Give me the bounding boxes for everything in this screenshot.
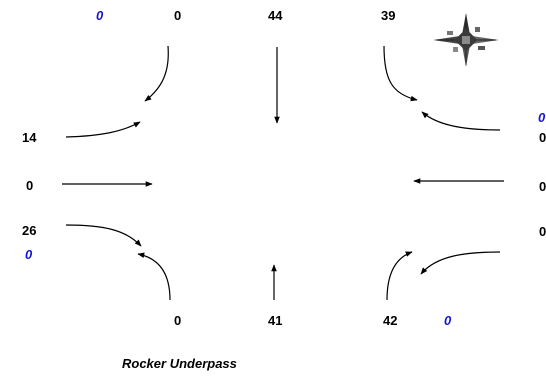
east-left-turn-arrow: [421, 111, 501, 131]
east-through-count: 0: [539, 179, 546, 194]
north-left-count: 39: [381, 8, 396, 23]
south-left-turn-arrow: [137, 252, 171, 301]
west-pedestrian-count: 0: [25, 247, 33, 262]
east-pedestrian-count: 0: [538, 110, 546, 125]
west-left-turn-arrow: [65, 121, 141, 138]
east-left-count: 0: [539, 130, 546, 145]
south-right-count: 42: [383, 313, 398, 328]
south-right-turn-arrow: [386, 251, 413, 301]
diagram-caption: Rocker Underpass: [122, 356, 237, 371]
north-compass-icon: [433, 13, 499, 67]
south-through-count: 41: [268, 313, 283, 328]
north-right-count: 0: [174, 8, 182, 23]
south-left-count: 0: [174, 313, 182, 328]
north-pedestrian-count: 0: [96, 8, 104, 23]
east-right-count: 0: [539, 224, 546, 239]
west-right-turn-arrow: [65, 224, 142, 247]
east-right-turn-arrow: [420, 251, 501, 275]
north-through-count: 44: [268, 8, 283, 23]
west-through-count: 0: [26, 178, 34, 193]
north-left-turn-arrow: [383, 45, 418, 102]
north-right-turn-arrow: [144, 45, 169, 102]
west-left-count: 14: [22, 130, 37, 145]
south-pedestrian-count: 0: [444, 313, 452, 328]
west-right-count: 26: [22, 223, 37, 238]
